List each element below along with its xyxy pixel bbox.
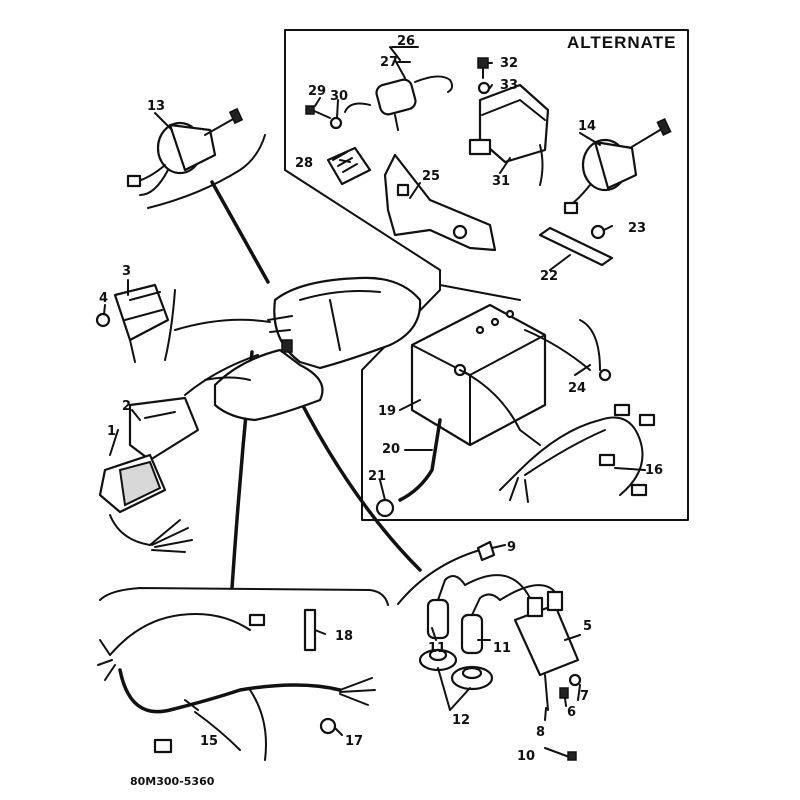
callout-27: 27	[380, 55, 398, 70]
callout-leaders	[103, 46, 646, 736]
fuse-holder-28	[326, 146, 372, 186]
callout-29: 29	[308, 84, 326, 99]
callout-6: 6	[567, 705, 576, 720]
nut-30	[329, 116, 343, 130]
breather-hose-20	[398, 418, 442, 502]
leader-13	[210, 180, 270, 284]
bracket-left	[164, 289, 176, 361]
starter-relay-26	[344, 59, 454, 131]
seat-frame	[204, 276, 422, 422]
callout-21: 21	[368, 469, 386, 484]
plug-cover-12a	[418, 648, 458, 672]
regulator-3	[95, 283, 170, 363]
starter-switch-13	[126, 107, 244, 196]
callout-5: 5	[583, 619, 592, 634]
callout-4: 4	[99, 291, 108, 306]
callout-31: 31	[492, 174, 510, 189]
callout-24: 24	[568, 381, 586, 396]
relay-31	[468, 83, 550, 186]
fuse-18	[303, 608, 317, 652]
callout-3: 3	[122, 264, 131, 279]
nut-23	[590, 224, 606, 240]
callout-26: 26	[397, 34, 415, 49]
callout-33: 33	[500, 78, 518, 93]
callout-17: 17	[345, 734, 363, 749]
washer-7	[568, 673, 582, 687]
callout-13: 13	[147, 99, 165, 114]
bolt-29	[305, 105, 331, 119]
bolt-6	[559, 687, 569, 699]
callout-11a: 11	[428, 641, 446, 656]
clip-17	[319, 717, 337, 735]
callout-10: 10	[517, 749, 535, 764]
bracket-bottom-right	[397, 549, 481, 605]
clamp-9	[476, 540, 496, 562]
bolt-32	[477, 57, 489, 79]
starter-switch-14	[563, 117, 672, 215]
bracket-bottom-left	[99, 587, 389, 606]
battery-19	[410, 303, 547, 447]
callout-28: 28	[295, 156, 313, 171]
callout-2: 2	[122, 399, 131, 414]
plug-cap-11b	[460, 593, 501, 655]
leader-3	[174, 318, 271, 331]
wire-harness-15	[97, 613, 376, 761]
bracket-13	[147, 134, 266, 209]
callout-19: 19	[378, 404, 396, 419]
alternate-title: ALTERNATE	[567, 33, 676, 52]
strap-22	[538, 226, 614, 267]
callout-20: 20	[382, 442, 400, 457]
rectifier-2	[128, 396, 200, 462]
callout-25: 25	[422, 169, 440, 184]
callout-23: 23	[628, 221, 646, 236]
leader-2	[184, 354, 259, 396]
bolt-10	[544, 747, 577, 761]
washer-33	[477, 81, 491, 95]
cdi-unit-1	[98, 453, 193, 553]
callout-8: 8	[536, 725, 545, 740]
plug-cover-12b	[450, 665, 494, 691]
leader-19	[439, 284, 521, 301]
callout-18: 18	[335, 629, 353, 644]
cap-21	[375, 498, 395, 518]
callout-30: 30	[330, 89, 348, 104]
alternate-box-outline	[284, 29, 689, 521]
callout-12: 12	[452, 713, 470, 728]
callout-7: 7	[580, 689, 589, 704]
callout-16: 16	[645, 463, 663, 478]
sub-harness-16	[499, 403, 656, 503]
callout-11b: 11	[493, 641, 511, 656]
callout-32: 32	[500, 56, 518, 71]
callout-14: 14	[578, 119, 596, 134]
battery-cable-24	[524, 319, 612, 382]
callout-22: 22	[540, 269, 558, 284]
diagram-code: 80M300-5360	[130, 775, 215, 788]
ignition-coil-5	[464, 574, 580, 711]
callout-9: 9	[507, 540, 516, 555]
callout-1: 1	[107, 424, 116, 439]
plug-cap-11a	[426, 575, 466, 640]
callout-15: 15	[200, 734, 218, 749]
bracket-25	[383, 153, 497, 252]
